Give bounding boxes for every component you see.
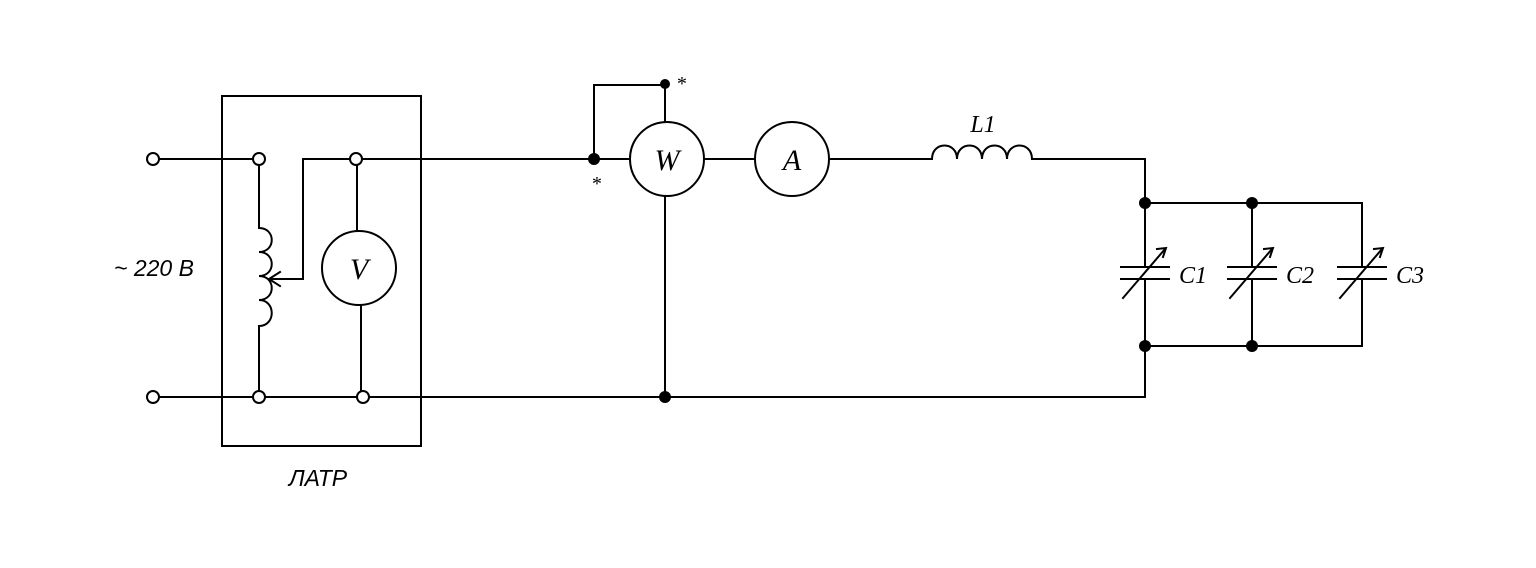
source-voltage-label: ~ 220 В xyxy=(114,255,194,281)
capacitor-c2 xyxy=(1227,202,1277,347)
source-terminal-bottom xyxy=(146,390,160,404)
polarity-mark-voltage: * xyxy=(676,73,686,95)
latr-wiper-wire xyxy=(269,158,304,280)
wattmeter-label: W xyxy=(655,144,683,177)
inductor-coil xyxy=(930,144,1034,161)
latr-label: ЛАТР xyxy=(287,465,348,491)
capacitor-c3-label: C3 xyxy=(1396,263,1424,289)
capacitor-c1-label: C1 xyxy=(1179,263,1207,289)
latr-wiper-arrow xyxy=(267,270,282,288)
source-terminal-top xyxy=(146,152,160,166)
latr-terminal-bottom-left xyxy=(252,390,266,404)
junction-bottom-return xyxy=(659,391,671,403)
wire-inductor-bank xyxy=(1031,158,1146,204)
capacitor-c2-label: C2 xyxy=(1286,263,1314,289)
inductor-label: L1 xyxy=(969,112,995,138)
voltmeter-label: V xyxy=(350,253,372,286)
latr-terminal-top-left xyxy=(252,152,266,166)
latr-enclosure xyxy=(221,95,422,447)
capacitor-c3 xyxy=(1337,202,1387,347)
latr-terminal-bottom-right xyxy=(356,390,370,404)
latr-winding-coil xyxy=(257,226,273,328)
latr-terminal-top-right xyxy=(349,152,363,166)
polarity-mark-current: * xyxy=(591,173,601,195)
wattmeter-voltage-tap xyxy=(593,84,666,160)
voltmeter xyxy=(321,230,397,306)
ammeter-label: A xyxy=(781,144,802,177)
capacitor-c1 xyxy=(1120,202,1170,347)
